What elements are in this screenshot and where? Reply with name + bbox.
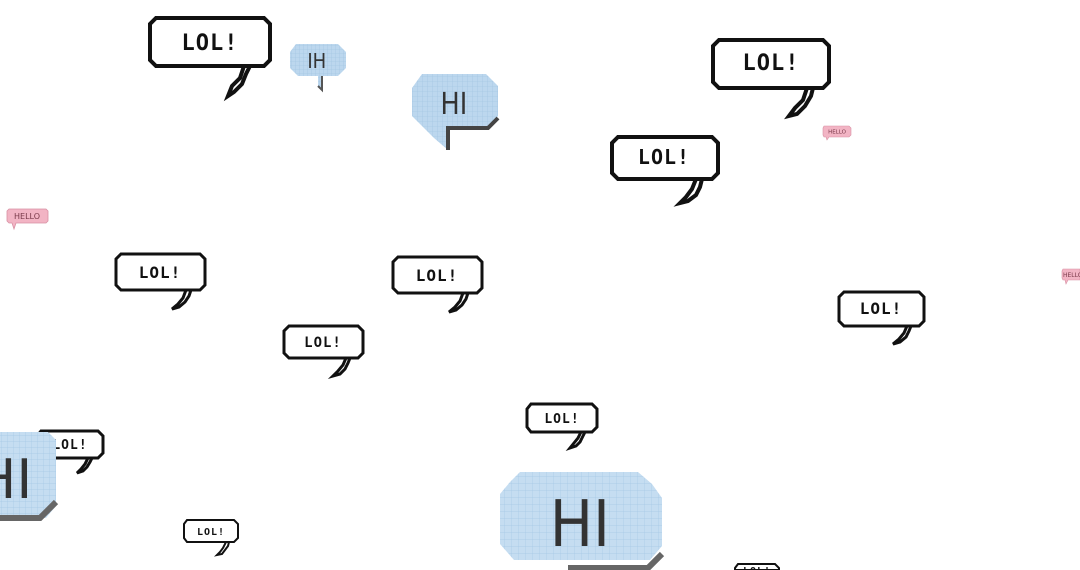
lol-label: LOL! [197,527,225,538]
blue-speech-bubble: IH [288,42,348,94]
lol-label: LOL! [743,51,800,76]
lol-speech-bubble: LOL! [610,133,722,209]
lol-speech-bubble: LOL! [525,401,601,453]
lol-speech-bubble: LOL! [837,289,929,349]
lol-label: LOL! [743,566,771,570]
lol-label: LOL! [182,31,239,56]
lol-label: LOL! [304,335,342,351]
blue-speech-bubble: HI [408,72,502,154]
hi-label: HI [441,86,468,122]
lol-label: LOL! [52,438,87,453]
pink-speech-bubble: HELLO [822,125,852,141]
lol-speech-bubble: LOL! [733,562,783,570]
hello-label: HELLO [828,130,847,136]
hi-label: HI [550,487,610,562]
lol-label: LOL! [638,145,690,169]
lol-label: LOL! [416,266,459,285]
hi-label: HI [0,448,32,511]
blue-speech-bubble: HI [0,430,60,524]
hello-label: HELLO [14,212,40,221]
lol-speech-bubble: LOL! [282,323,368,381]
lol-speech-bubble: LOL! [391,254,487,318]
pink-speech-bubble: HELLO [1061,268,1080,286]
lol-speech-bubble: LOL! [711,36,833,122]
pink-speech-bubble: HELLO [6,207,50,231]
lol-speech-bubble: LOL! [114,251,210,315]
lol-label: LOL! [860,299,903,318]
lol-label: LOL! [139,263,182,282]
lol-speech-bubble: LOL! [148,14,274,102]
blue-speech-bubble: HI [498,470,666,570]
hello-label: HELLO [1063,272,1080,279]
lol-speech-bubble: LOL! [182,518,242,560]
ih-label: IH [307,50,326,73]
lol-label: LOL! [544,412,579,427]
